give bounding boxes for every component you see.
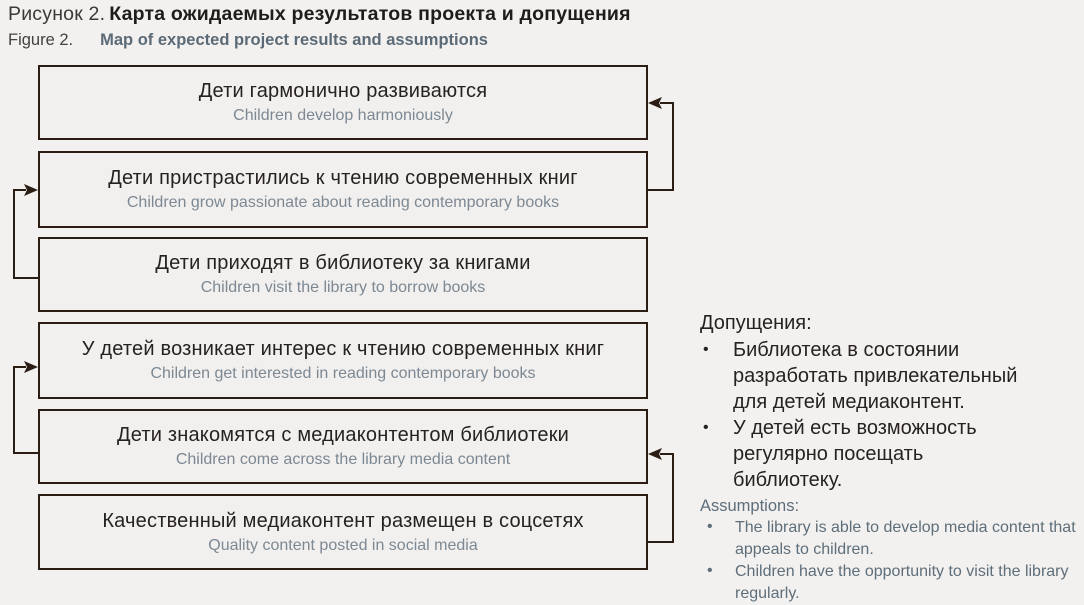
assumption-text-en: The library is able to develop media con… bbox=[735, 519, 1076, 558]
result-box-visit-library: Дети приходят в библиотеку за книгами Ch… bbox=[38, 237, 648, 312]
box-label-en: Children visit the library to borrow boo… bbox=[200, 279, 486, 296]
box-label-en: Children get interested in reading conte… bbox=[150, 365, 536, 382]
assumptions-heading-en: Assumptions: bbox=[700, 497, 800, 515]
figure-number-ru: Рисунок 2. bbox=[8, 3, 106, 25]
arrow-box6-to-box5 bbox=[648, 448, 674, 543]
arrow-box2-to-box1 bbox=[648, 97, 674, 191]
result-box-social-media: Качественный медиаконтент размещен в соц… bbox=[38, 494, 648, 570]
box-label-ru: Дети пристрастились к чтению современных… bbox=[108, 167, 578, 189]
bullet-icon: • bbox=[707, 562, 713, 579]
box-label-ru: У детей возникает интерес к чтению совре… bbox=[81, 338, 605, 360]
result-box-passionate-reading: Дети пристрастились к чтению современных… bbox=[38, 151, 648, 228]
result-box-media-content: Дети знакомятся с медиаконтентом библиот… bbox=[38, 409, 648, 484]
box-label-en: Quality content posted in social media bbox=[208, 536, 478, 554]
figure-number-en: Figure 2. bbox=[8, 31, 74, 49]
box-label-en: Children develop harmoniously bbox=[233, 107, 453, 124]
bullet-icon: • bbox=[703, 341, 709, 358]
assumption-text-ru: У детей есть возможность регулярно посещ… bbox=[733, 417, 977, 491]
assumption-text-ru: Библиотека в состоянии разработать привл… bbox=[733, 339, 1018, 413]
result-box-children-develop: Дети гармонично развиваются Children dev… bbox=[38, 65, 648, 140]
box-label-en: Children grow passionate about reading c… bbox=[126, 194, 560, 211]
box-label-ru: Дети гармонично развиваются bbox=[198, 80, 488, 102]
bullet-icon: • bbox=[703, 419, 709, 436]
bullet-icon: • bbox=[707, 518, 713, 535]
assumptions-panel: Допущения: • Библиотека в состоянии разр… bbox=[700, 310, 1084, 605]
figure-title-en: Figure 2. Map of expected project results… bbox=[8, 31, 631, 50]
assumption-text-en: Children have the opportunity to visit t… bbox=[735, 563, 1069, 602]
box-label-ru: Качественный медиаконтент размещен в соц… bbox=[102, 509, 584, 532]
assumption-item-ru: • У детей есть возможность регулярно пос… bbox=[700, 415, 1025, 493]
arrow-box5-to-box4 bbox=[13, 361, 38, 454]
figure-title-block: Рисунок 2.Карта ожидаемых результатов пр… bbox=[8, 3, 631, 50]
result-box-interest-reading: У детей возникает интерес к чтению совре… bbox=[38, 322, 648, 399]
box-label-ru: Дети знакомятся с медиаконтентом библиот… bbox=[116, 424, 570, 446]
assumptions-list-ru: • Библиотека в состоянии разработать при… bbox=[700, 337, 1084, 493]
arrow-box3-to-box2 bbox=[13, 184, 38, 279]
assumption-item-en: • The library is able to develop media c… bbox=[700, 517, 1084, 561]
figure-title-en-bold: Map of expected project results and assu… bbox=[100, 31, 488, 49]
box-label-en: Children come across the library media c… bbox=[175, 451, 511, 468]
figure-title-ru: Рисунок 2.Карта ожидаемых результатов пр… bbox=[8, 3, 631, 26]
assumption-item-ru: • Библиотека в состоянии разработать при… bbox=[700, 337, 1025, 415]
assumption-item-en: • Children have the opportunity to visit… bbox=[700, 561, 1084, 605]
figure-title-ru-bold: Карта ожидаемых результатов проекта и до… bbox=[109, 3, 631, 25]
assumptions-list-en: • The library is able to develop media c… bbox=[700, 517, 1084, 605]
box-label-ru: Дети приходят в библиотеку за книгами bbox=[155, 252, 531, 274]
assumptions-heading-ru: Допущения: bbox=[700, 312, 812, 334]
